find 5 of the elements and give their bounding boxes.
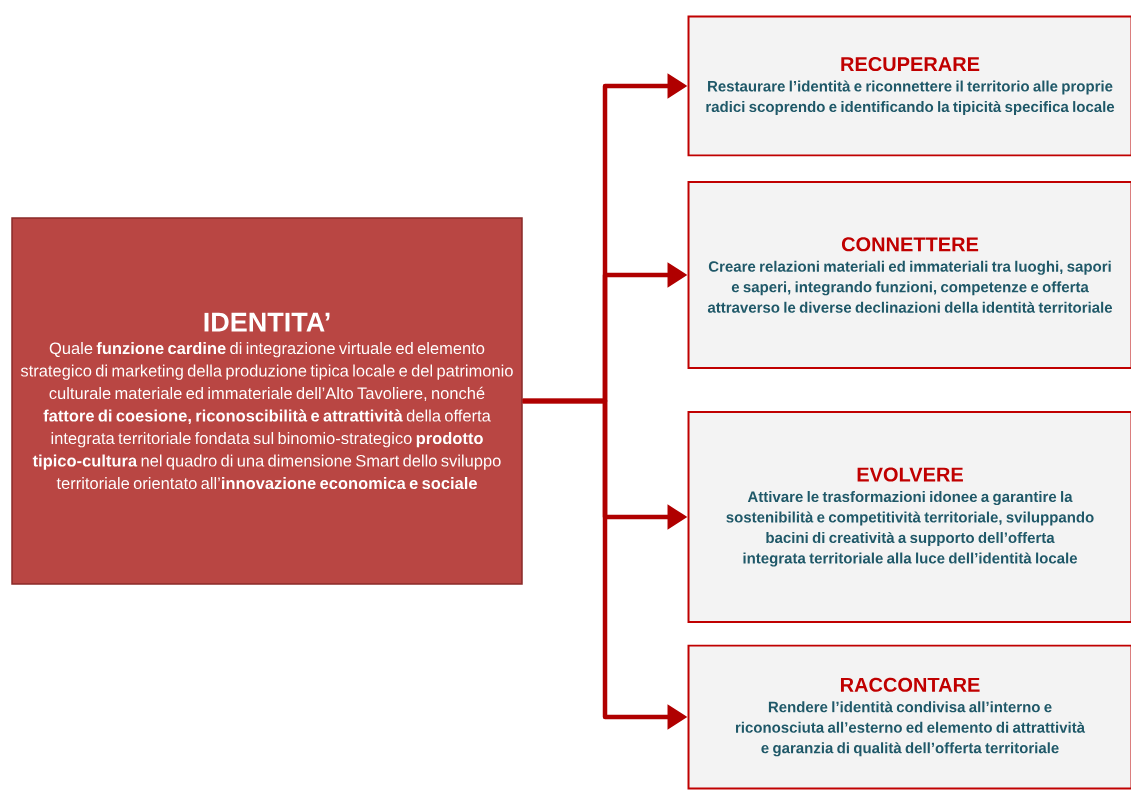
process-box: RACCONTARE Rendere l’identità condivisa all’interno e riconosciuta all’esterno ed elemento di attrattività e garanzia di qualità dell’offerta territoriale <box>687 644 1131 790</box>
process-box: RECUPERARE Restaurare l’identità e riconnettere il territorio alle proprie radici scoprendo e identificando la tipicità specifica locale <box>687 15 1131 157</box>
process-box: CONNETTERE Creare relazioni materiali ed immateriali tra luoghi, sapori e saperi, integrando funzioni, competenze e offerta attraverso le diverse declinazioni della identità territoriale <box>687 181 1131 369</box>
process-box: EVOLVERE Attivare le trasformazioni idonee a garantire la sostenibilità e competitività territoriale, sviluppando bacini di creatività a supporto dell’offerta integrata territoriale alla luce dell’identità locale <box>687 411 1131 623</box>
identity-box: IDENTITA’ Quale funzione cardine di integrazione virtuale ed elemento strategico di marketing della produzione tipica locale e del patrimonio culturale materiale ed immateriale dell’Alto Tavoliere, nonché fattore di coesione, riconoscibilità e attrattività della offerta integrata territoriale fondata sul binomio-strategico prodotto tipico-cultura nel quadro di una dimensione Smart dello sviluppo territoriale orientato all’innovazione economica e sociale <box>11 217 523 585</box>
